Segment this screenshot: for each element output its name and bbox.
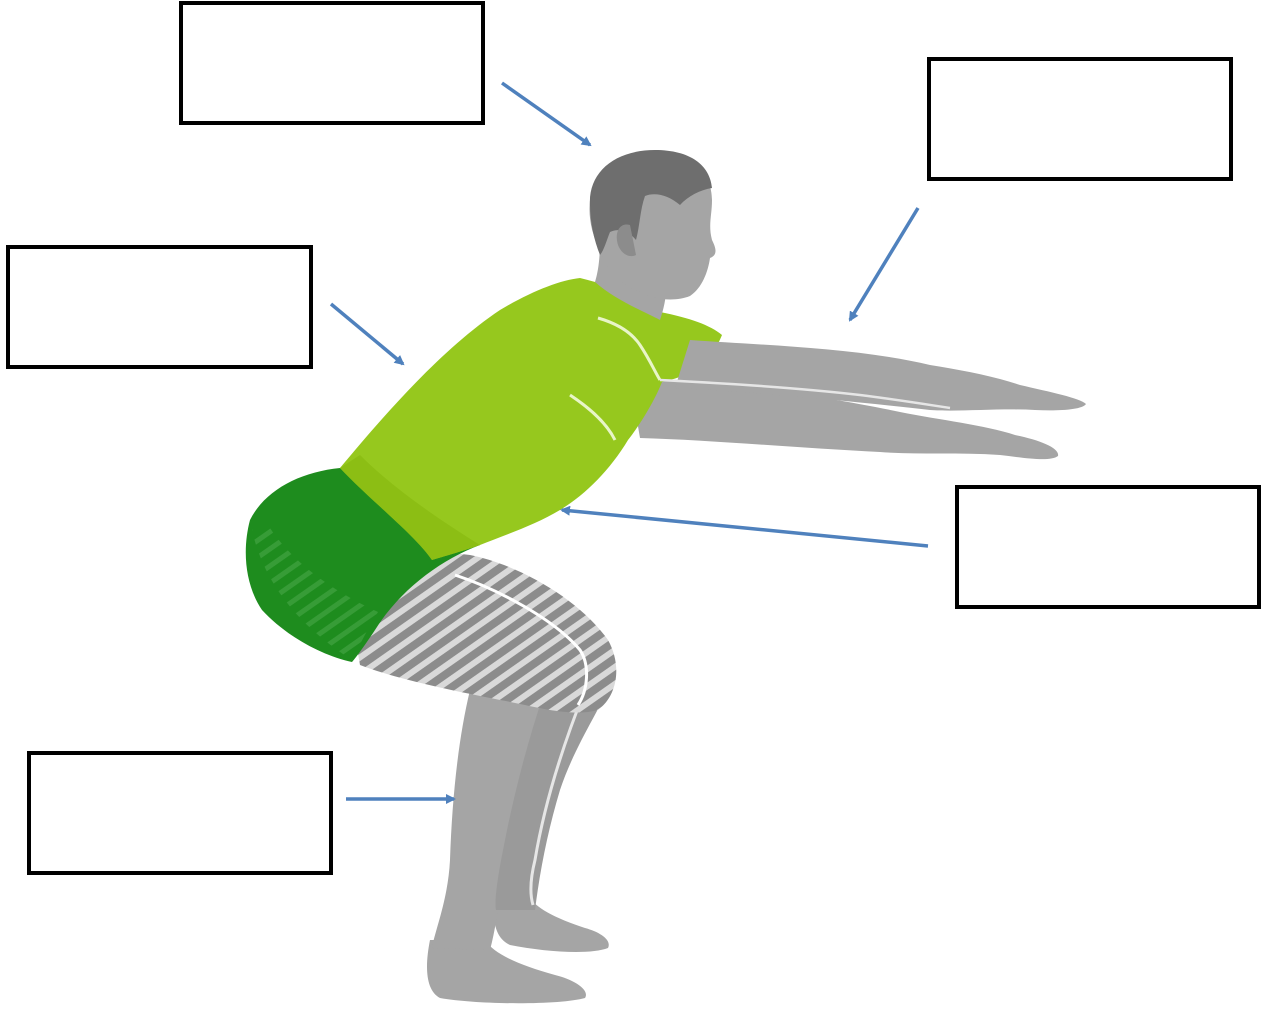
- arrow-to-arms: [850, 208, 918, 320]
- label-box-core[interactable]: [955, 485, 1261, 609]
- arrow-to-core: [562, 510, 928, 546]
- arrow-to-head: [502, 83, 590, 145]
- label-box-shoulders[interactable]: [6, 245, 313, 369]
- label-box-calves[interactable]: [27, 751, 333, 875]
- label-box-head[interactable]: [179, 1, 485, 125]
- label-box-arms[interactable]: [927, 57, 1233, 181]
- arrow-to-shoulders: [331, 304, 403, 364]
